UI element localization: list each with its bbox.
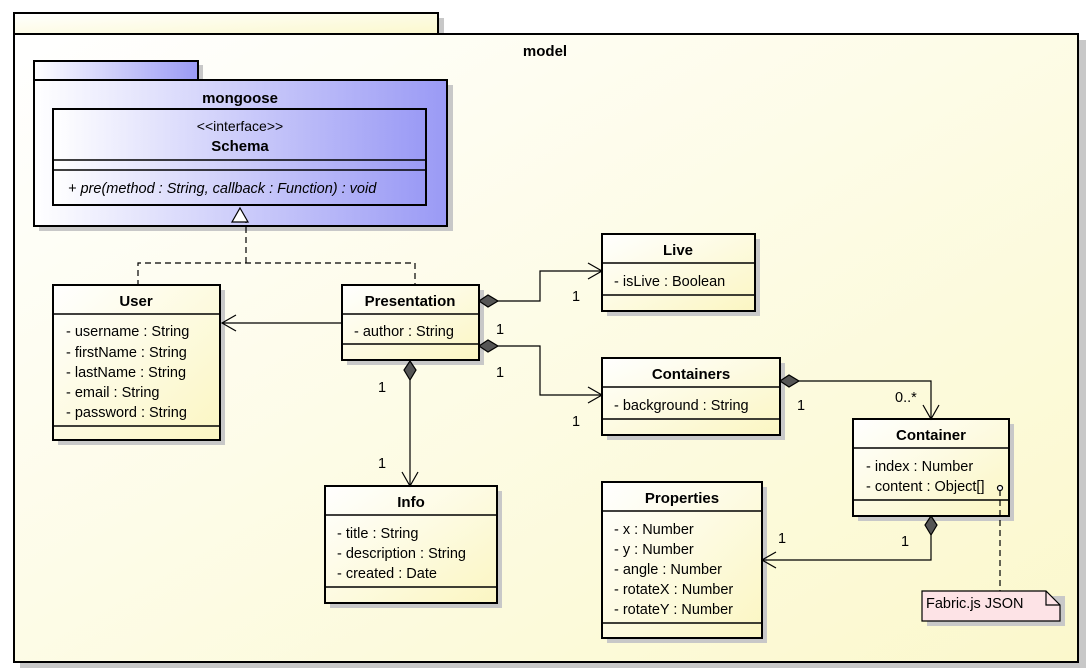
- properties-attr: - rotateY : Number: [614, 602, 733, 618]
- properties-class[interactable]: Properties - x : Number - y : Number - a…: [601, 481, 767, 643]
- multiplicity-label: 1: [378, 456, 386, 472]
- multiplicity-label: 1: [572, 414, 580, 430]
- multiplicity-label: 1: [572, 289, 580, 305]
- container-class-name: Container: [896, 427, 966, 444]
- container-class[interactable]: Container - index : Number - content : O…: [852, 418, 1014, 521]
- info-class-name: Info: [397, 494, 425, 511]
- mongoose-package-title: mongoose: [202, 90, 278, 107]
- presentation-attr: - author : String: [354, 324, 454, 340]
- user-attr: - firstName : String: [66, 345, 187, 361]
- properties-class-name: Properties: [645, 490, 719, 507]
- info-attr: - description : String: [337, 546, 466, 562]
- note-fabric-json[interactable]: Fabric.js JSON: [921, 590, 1065, 626]
- schema-interface[interactable]: <<interface>> Schema + pre(method : Stri…: [52, 108, 427, 206]
- edge-presentation-containers: [477, 339, 604, 404]
- composition-diamond: [924, 514, 938, 537]
- user-attr: - email : String: [66, 385, 159, 401]
- live-attr: - isLive : Boolean: [614, 274, 725, 290]
- properties-attr: - angle : Number: [614, 562, 722, 578]
- schema-name: Schema: [211, 138, 269, 155]
- presentation-class-name: Presentation: [365, 293, 456, 310]
- container-attr: - index : Number: [866, 459, 973, 475]
- multiplicity-label: 0..*: [895, 390, 917, 406]
- user-class[interactable]: User - username : String - firstName : S…: [52, 284, 225, 445]
- composition-diamond: [477, 339, 500, 353]
- schema-operation: + pre(method : String, callback : Functi…: [68, 181, 377, 197]
- info-attr: - created : Date: [337, 566, 437, 582]
- multiplicity-label: 1: [496, 365, 504, 381]
- edge-containers-container: [778, 374, 940, 421]
- composition-diamond: [778, 374, 801, 388]
- note-text: Fabric.js JSON: [926, 596, 1024, 612]
- composition-diamond: [477, 294, 500, 308]
- edge-note-link: [996, 484, 1004, 591]
- multiplicity-label: 1: [378, 380, 386, 396]
- edge-presentation-info: [401, 359, 419, 488]
- properties-attr: - rotateX : Number: [614, 582, 733, 598]
- multiplicity-label: 1: [797, 398, 805, 414]
- container-attr: - content : Object[]: [866, 479, 984, 495]
- edge-container-properties: [760, 514, 938, 569]
- live-class-name: Live: [663, 242, 693, 259]
- user-class-name: User: [119, 293, 153, 310]
- properties-attr: - y : Number: [614, 542, 694, 558]
- multiplicity-label: 1: [496, 322, 504, 338]
- realization-arrowhead: [230, 206, 250, 223]
- multiplicity-label: 1: [901, 534, 909, 550]
- user-attr: - username : String: [66, 324, 189, 340]
- composition-diamond: [403, 359, 417, 382]
- schema-stereotype: <<interface>>: [197, 118, 283, 134]
- presentation-class[interactable]: Presentation - author : String: [341, 284, 484, 365]
- user-attr: - lastName : String: [66, 365, 186, 381]
- properties-attr: - x : Number: [614, 522, 694, 538]
- multiplicity-labels: 1 1 1 1 1 1 1 0..* 1 1: [378, 289, 917, 550]
- info-class[interactable]: Info - title : String - description : St…: [324, 485, 502, 608]
- edge-presentation-live: [477, 262, 604, 308]
- info-attr: - title : String: [337, 526, 418, 542]
- containers-class-name: Containers: [652, 366, 730, 383]
- containers-attr: - background : String: [614, 398, 749, 414]
- containers-class[interactable]: Containers - background : String: [601, 357, 785, 440]
- user-attr: - password : String: [66, 405, 187, 421]
- multiplicity-label: 1: [778, 531, 786, 547]
- realization-edges: [137, 206, 416, 286]
- model-package-title: model: [523, 43, 567, 60]
- edge-presentation-user: [220, 314, 342, 332]
- live-class[interactable]: Live - isLive : Boolean: [601, 233, 760, 316]
